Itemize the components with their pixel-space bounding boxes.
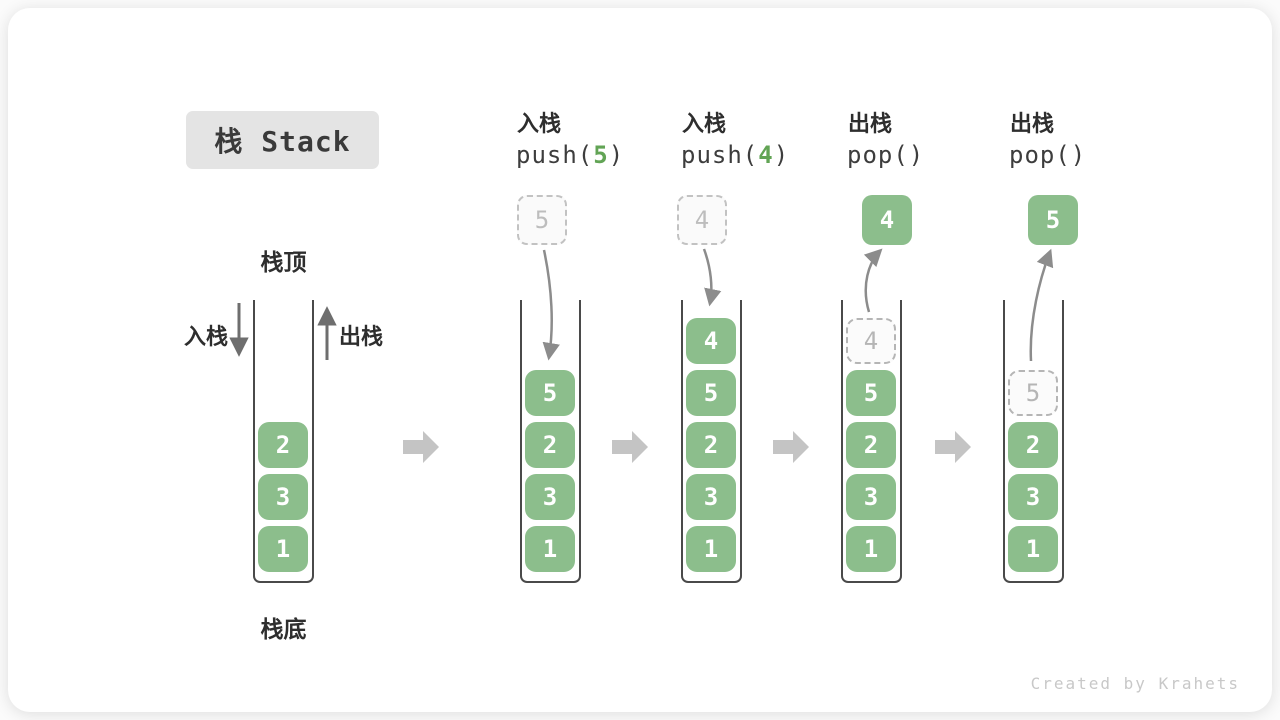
- title-badge: 栈 Stack: [186, 111, 379, 169]
- floating-item-push-4: 4: [677, 195, 727, 245]
- op-label-push-1: 入栈: [517, 112, 562, 137]
- code-arg: 5: [593, 141, 609, 169]
- floating-item-push-5: 5: [517, 195, 567, 245]
- code-pre: pop(): [847, 141, 925, 169]
- op-code-pop-2: pop(): [1009, 141, 1086, 169]
- stack-item: 2: [686, 422, 736, 468]
- stack-item: 1: [1008, 526, 1058, 572]
- pop-side-label: 出栈: [339, 325, 384, 350]
- stack-item: 3: [525, 474, 575, 520]
- push-side-label: 入栈: [183, 325, 228, 350]
- op-label-pop-2: 出栈: [1010, 112, 1055, 137]
- stack-container-1: [253, 300, 314, 583]
- stack-item: 3: [1008, 474, 1058, 520]
- floating-item-popped-5: 5: [1028, 195, 1078, 245]
- stack-container-3: [681, 300, 742, 583]
- stack-bottom-label: 栈底: [260, 617, 307, 643]
- stack-item: 1: [258, 526, 308, 572]
- op-code-push-1: push(5): [516, 141, 624, 169]
- op-code-push-2: push(4): [681, 141, 789, 169]
- op-code-pop-1: pop(): [847, 141, 924, 169]
- stack-item: 3: [846, 474, 896, 520]
- ghost-stack-item: 4: [846, 318, 896, 364]
- stack-item: 2: [1008, 422, 1058, 468]
- stack-item: 5: [525, 370, 575, 416]
- code-post: ): [773, 141, 790, 169]
- stack-item: 1: [686, 526, 736, 572]
- stack-item: 4: [686, 318, 736, 364]
- watermark: Created by Krahets: [1030, 674, 1240, 693]
- stack-item: 1: [846, 526, 896, 572]
- stack-item: 2: [525, 422, 575, 468]
- stack-container-2: [520, 300, 581, 583]
- code-arg: 4: [758, 141, 774, 169]
- code-pre: push(: [516, 141, 594, 169]
- code-post: ): [608, 141, 625, 169]
- stack-item: 3: [258, 474, 308, 520]
- stack-item: 5: [846, 370, 896, 416]
- stack-item: 2: [258, 422, 308, 468]
- code-pre: push(: [681, 141, 759, 169]
- stack-item: 5: [686, 370, 736, 416]
- stack-top-label: 栈顶: [260, 250, 307, 276]
- stack-item: 3: [686, 474, 736, 520]
- stack-container-4: [841, 300, 902, 583]
- stack-item: 1: [525, 526, 575, 572]
- stack-item: 2: [846, 422, 896, 468]
- floating-item-popped-4: 4: [862, 195, 912, 245]
- stack-container-5: [1003, 300, 1064, 583]
- op-label-push-2: 入栈: [682, 112, 727, 137]
- code-pre: pop(): [1009, 141, 1087, 169]
- ghost-stack-item: 5: [1008, 370, 1058, 416]
- op-label-pop-1: 出栈: [848, 112, 893, 137]
